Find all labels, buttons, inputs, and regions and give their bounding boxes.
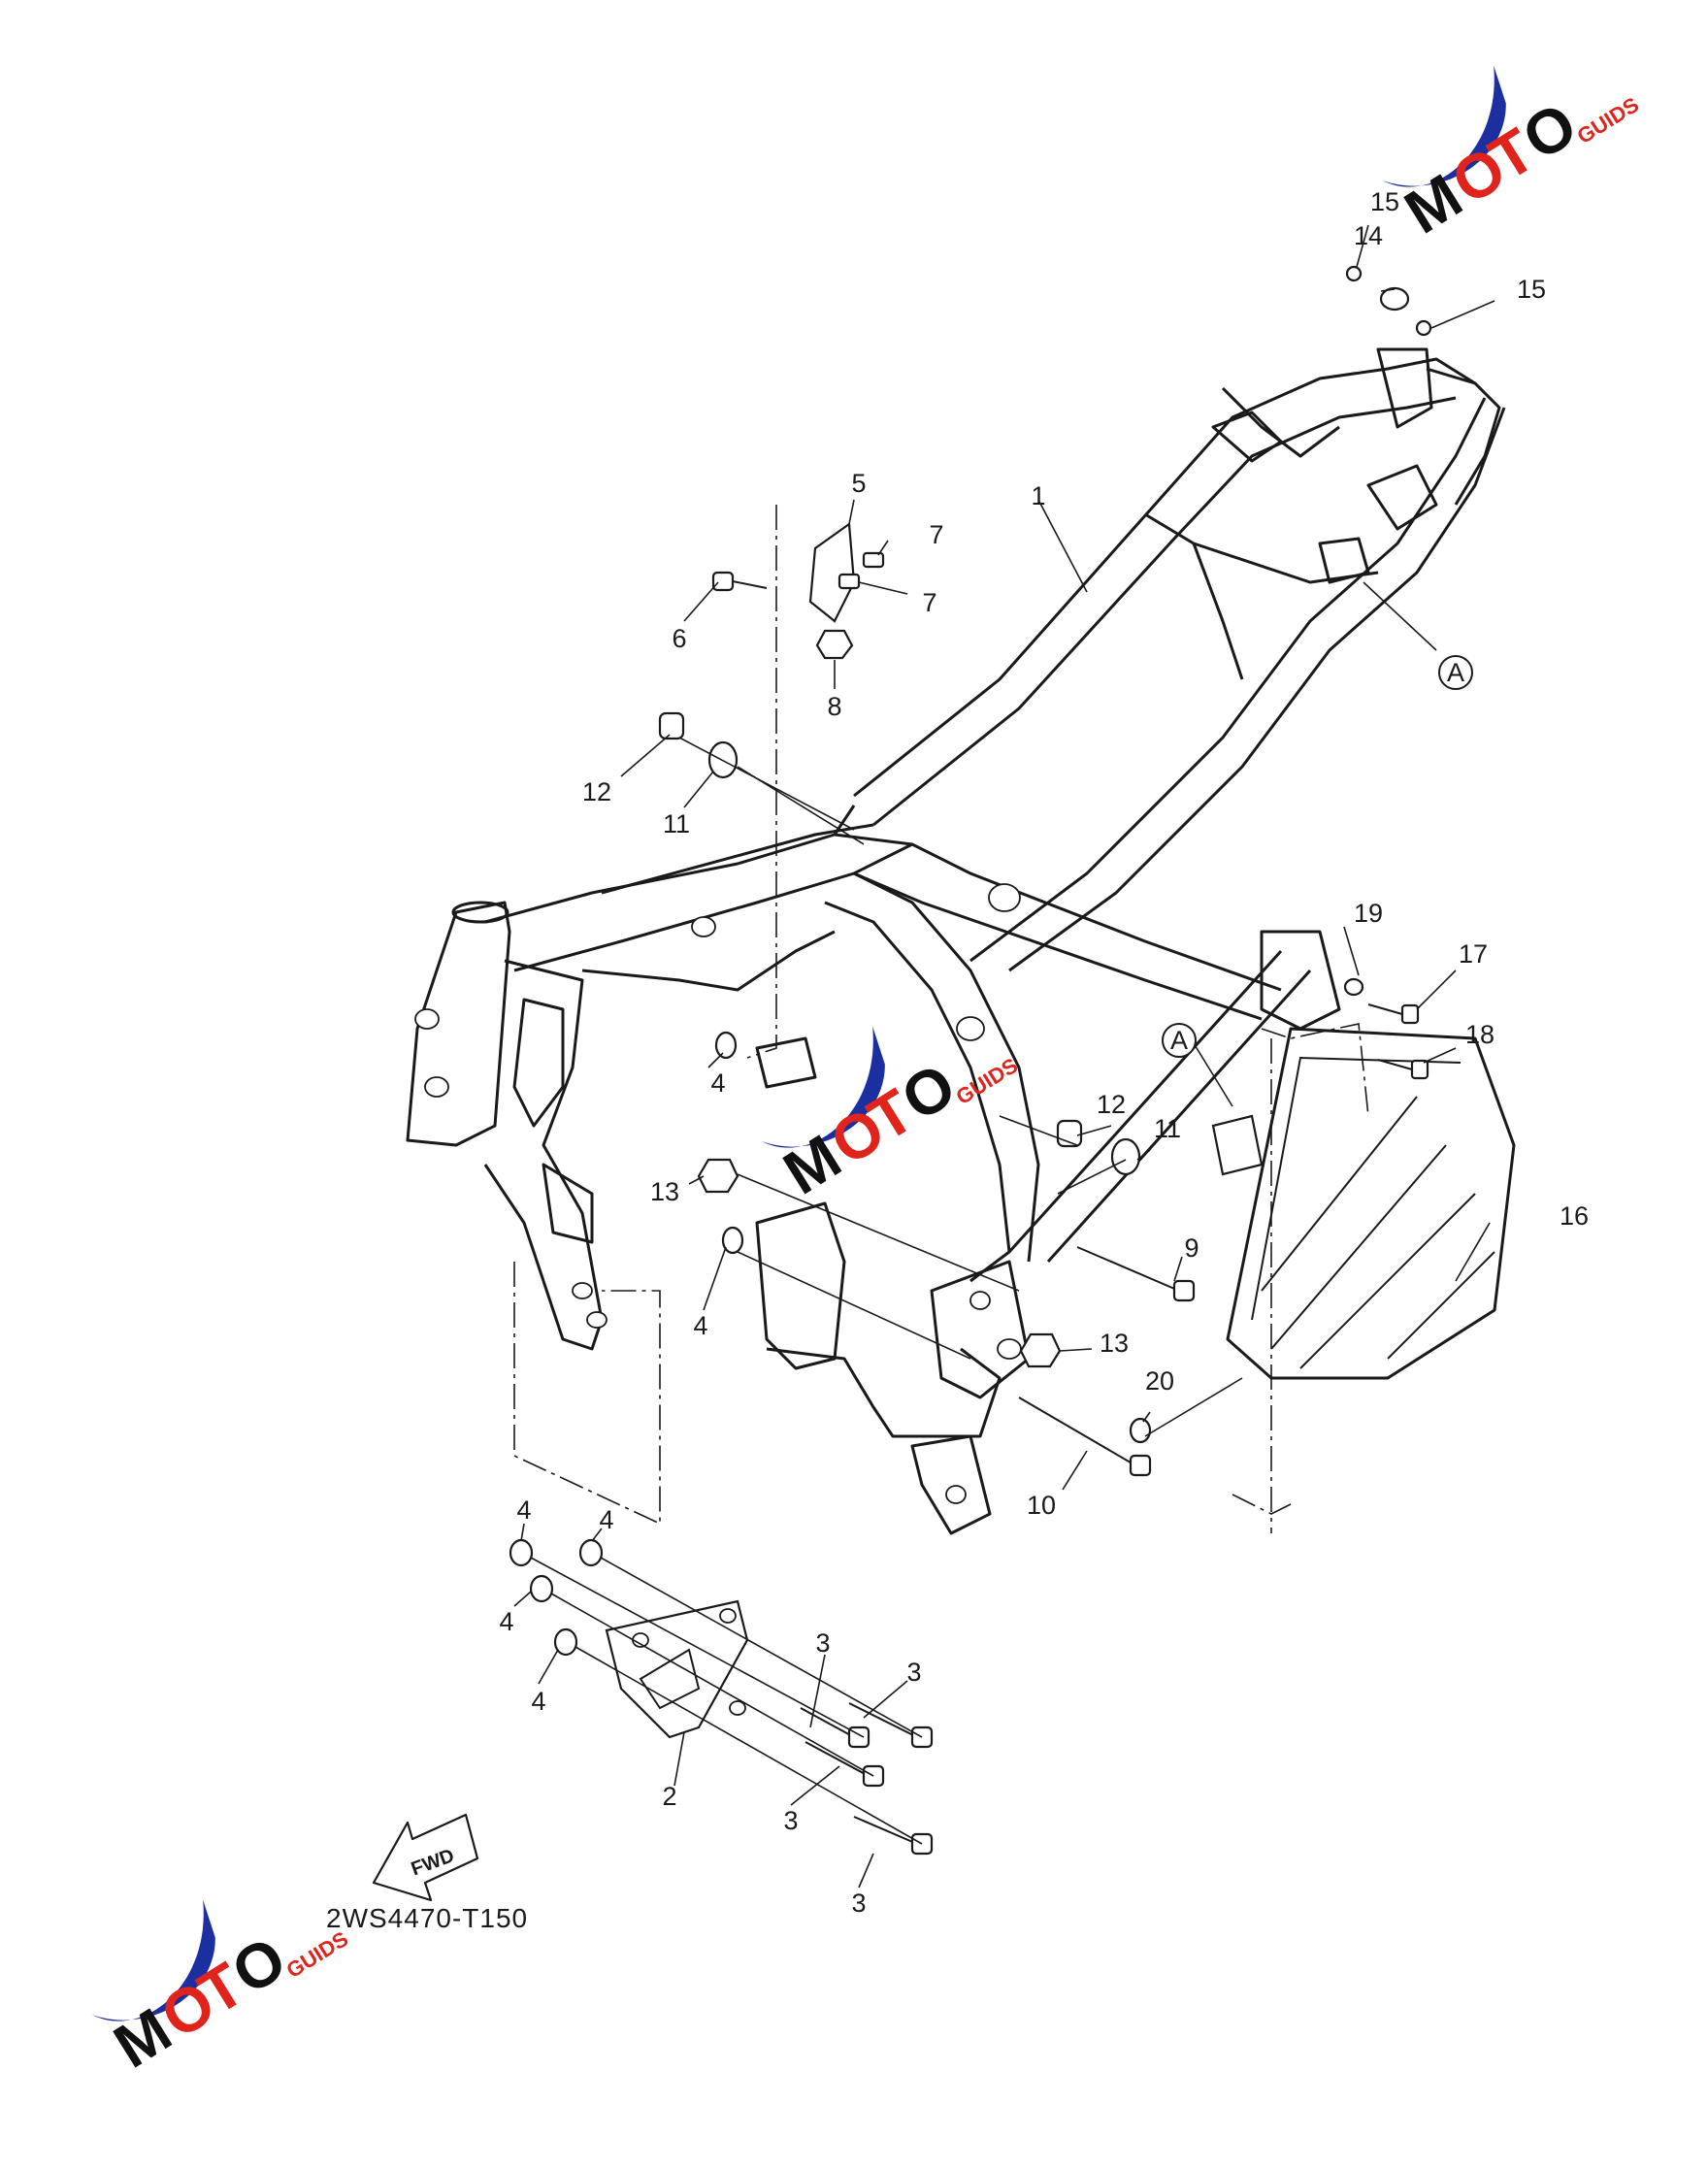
callout-10: 10 — [1027, 1491, 1056, 1520]
callout-11: 11 — [663, 809, 690, 838]
callout-3: 3 — [851, 1889, 866, 1918]
bracket-2 — [605, 1599, 749, 1739]
callout-11: 11 — [1154, 1114, 1181, 1143]
rack-16 — [1211, 1027, 1516, 1380]
callout-3: 3 — [815, 1628, 830, 1658]
callout-12: 12 — [1097, 1090, 1126, 1119]
leader-lines — [513, 224, 1495, 1889]
callout-4: 4 — [599, 1505, 613, 1534]
callout-1: 1 — [1031, 481, 1045, 510]
callout-5: 5 — [851, 469, 866, 498]
reference-a-top: A — [1438, 655, 1473, 690]
callout-4: 4 — [693, 1311, 707, 1340]
callout-20: 20 — [1145, 1366, 1174, 1396]
diagram-code: 2WS4470-T150 — [326, 1903, 528, 1933]
reference-a-label: A — [1447, 658, 1464, 687]
callout-16: 16 — [1560, 1201, 1589, 1231]
callout-4: 4 — [531, 1687, 545, 1716]
watermark-logo-top: M O T O GUIDS — [1382, 65, 1643, 247]
callout-19: 19 — [1354, 899, 1383, 928]
callout-17: 17 — [1459, 939, 1488, 969]
callout-4: 4 — [499, 1607, 513, 1636]
callout-12: 12 — [582, 777, 611, 806]
callout-3: 3 — [906, 1658, 921, 1687]
callout-6: 6 — [672, 624, 686, 653]
fasteners — [509, 265, 1432, 1856]
reference-a-label: A — [1170, 1026, 1188, 1055]
watermark-logo-bottom: M O T O GUIDS — [91, 1899, 352, 2082]
reference-a-mid: A — [1162, 1023, 1197, 1058]
callout-18: 18 — [1465, 1020, 1494, 1049]
fwd-arrow: FWD — [372, 1813, 479, 1902]
callout-14: 14 — [1354, 221, 1383, 250]
callout-15: 15 — [1517, 275, 1546, 304]
callout-13: 13 — [1100, 1329, 1129, 1358]
callout-9: 9 — [1184, 1233, 1199, 1263]
logo-suffix: GUIDS — [952, 1053, 1022, 1109]
logo-suffix: GUIDS — [1573, 92, 1643, 148]
callout-13: 13 — [650, 1177, 679, 1206]
logo-suffix: GUIDS — [282, 1926, 352, 1983]
callout-2: 2 — [662, 1782, 676, 1811]
callout-7: 7 — [922, 588, 936, 617]
callout-4: 4 — [516, 1495, 531, 1525]
callout-15: 15 — [1370, 187, 1399, 216]
callout-4: 4 — [710, 1068, 725, 1098]
callouts: 1 2 3 3 3 3 4 4 4 4 4 4 5 6 7 7 8 9 10 1… — [499, 187, 1589, 1918]
callout-8: 8 — [827, 692, 841, 721]
callout-3: 3 — [783, 1806, 798, 1835]
watermark-logo-center: M O T O GUIDS — [761, 1026, 1022, 1208]
callout-7: 7 — [929, 520, 943, 549]
main-frame — [406, 347, 1506, 1535]
